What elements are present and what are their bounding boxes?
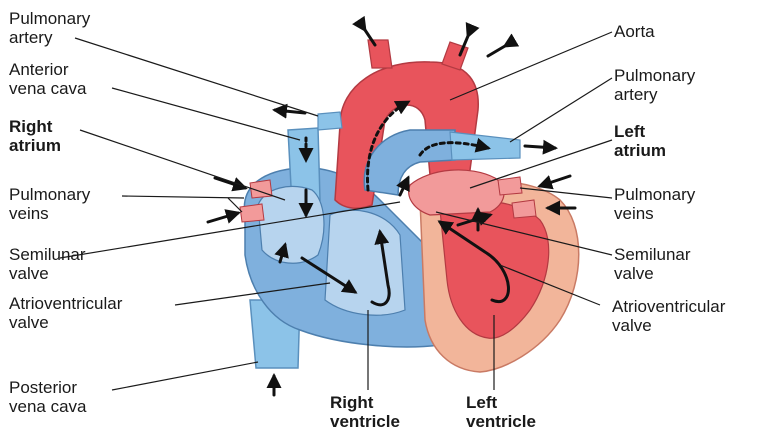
label-pulmonary-veins-left: Pulmonary veins — [9, 185, 90, 223]
label-line: Atrioventricular — [612, 297, 725, 316]
label-line: Aorta — [614, 22, 655, 41]
label-left-ventricle: Left ventricle — [466, 393, 536, 430]
label-line: ventricle — [466, 412, 536, 430]
label-line: Pulmonary — [9, 185, 90, 204]
label-posterior-vena-cava: Posterior vena cava — [9, 378, 87, 416]
label-line: valve — [9, 264, 86, 283]
label-line: ventricle — [330, 412, 400, 430]
label-line: Atrioventricular — [9, 294, 122, 313]
label-line: veins — [9, 204, 90, 223]
label-semilunar-valve-left: Semilunar valve — [9, 245, 86, 283]
label-line: atrium — [614, 141, 666, 160]
label-line: Pulmonary — [614, 185, 695, 204]
pulmonary-vein-left-2 — [240, 204, 264, 222]
label-line: Semilunar — [9, 245, 86, 264]
right-atrium-chamber — [258, 186, 324, 263]
label-right-atrium: Right atrium — [9, 117, 61, 155]
label-line: valve — [9, 313, 122, 332]
label-anterior-vena-cava: Anterior vena cava — [9, 60, 87, 98]
label-semilunar-valve-right: Semilunar valve — [614, 245, 691, 283]
pulmonary-vein-right-1 — [498, 177, 522, 195]
label-line: Pulmonary — [614, 66, 695, 85]
label-line: veins — [614, 204, 695, 223]
label-line: Posterior — [9, 378, 87, 397]
label-pulmonary-veins-right: Pulmonary veins — [614, 185, 695, 223]
label-left-atrium: Left atrium — [614, 122, 666, 160]
label-line: Left — [466, 393, 536, 412]
label-line: Right — [330, 393, 400, 412]
label-line: valve — [612, 316, 725, 335]
pulmonary-artery-right-vessel — [450, 132, 520, 160]
label-right-ventricle: Right ventricle — [330, 393, 400, 430]
label-line: artery — [614, 85, 695, 104]
label-line: Anterior — [9, 60, 87, 79]
label-av-valve-left: Atrioventricular valve — [9, 294, 122, 332]
label-line: Semilunar — [614, 245, 691, 264]
label-line: valve — [614, 264, 691, 283]
pulmonary-artery-left-vessel — [318, 112, 342, 130]
label-line: vena cava — [9, 397, 87, 416]
label-av-valve-right: Atrioventricular valve — [612, 297, 725, 335]
label-line: Left — [614, 122, 666, 141]
label-line: Right — [9, 117, 61, 136]
label-line: vena cava — [9, 79, 87, 98]
pulmonary-vein-right-2 — [512, 200, 536, 218]
right-ventricle-chamber — [325, 210, 405, 315]
aorta-branch-1 — [368, 40, 392, 68]
label-aorta: Aorta — [614, 22, 655, 41]
label-line: artery — [9, 28, 90, 47]
label-pulmonary-artery-right: Pulmonary artery — [614, 66, 695, 104]
left-atrium-chamber — [409, 170, 504, 215]
label-pulmonary-artery-left: Pulmonary artery — [9, 9, 90, 47]
label-line: atrium — [9, 136, 61, 155]
label-line: Pulmonary — [9, 9, 90, 28]
